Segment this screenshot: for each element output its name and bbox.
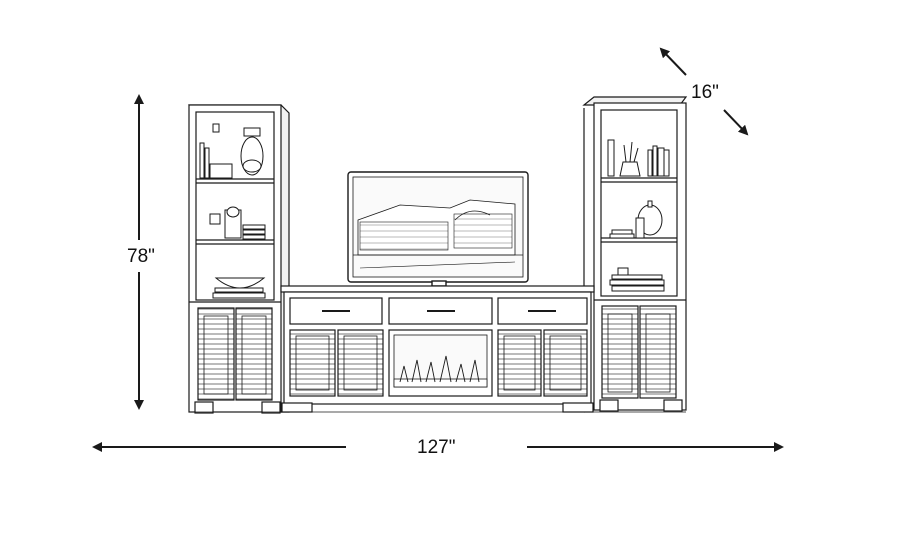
left-pier-decor — [199, 123, 266, 299]
height-label: 78" — [127, 246, 155, 268]
depth-label: 16" — [691, 82, 719, 104]
television — [347, 171, 529, 287]
width-label: 127" — [417, 437, 456, 459]
tv-console-with-fireplace — [280, 285, 595, 413]
right-pier-cabinet — [582, 96, 688, 413]
right-pier-decor — [607, 139, 670, 292]
depth-dimension-arrow — [659, 47, 749, 136]
